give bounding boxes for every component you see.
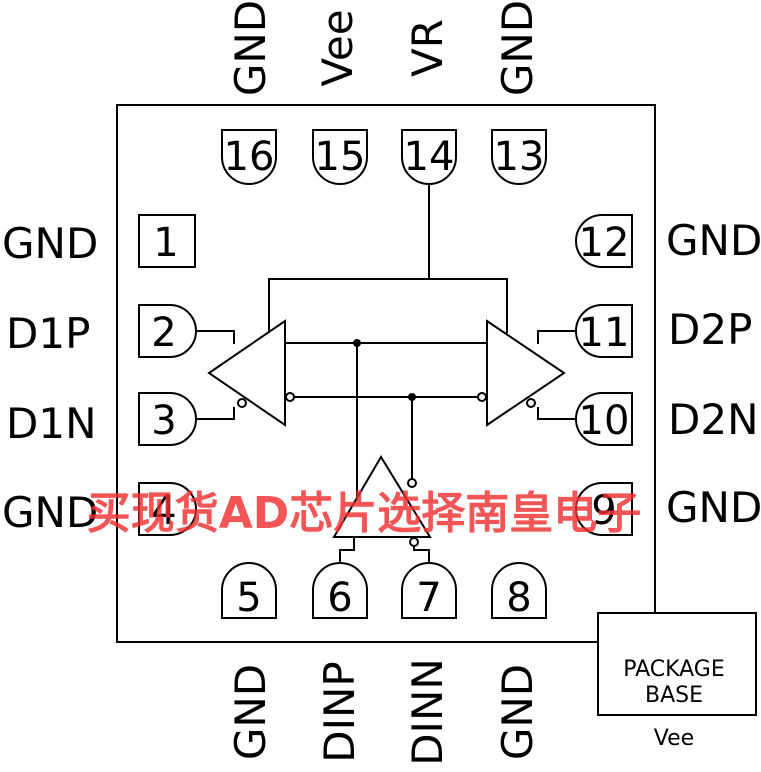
watermark-text: 买现货AD芯片选择南皇电子 [87, 488, 642, 539]
pin-pad-7 [401, 562, 457, 619]
package-base-line1: PACKAGE [623, 657, 725, 682]
pin-number-12: 12 [579, 220, 630, 266]
right-label-gnd-9: GND [666, 483, 761, 532]
left-label-gnd-4: GND [2, 488, 98, 537]
pin-number-3: 3 [151, 398, 176, 444]
top-label-gnd-13: GND [493, 0, 542, 96]
pin-pad-16 [221, 129, 277, 185]
output-buffer-left [207, 319, 286, 427]
reference-bus [268, 278, 508, 333]
package-body [116, 104, 656, 643]
right-label-d2n-10: D2N [668, 395, 758, 444]
dinn-wire [413, 546, 430, 563]
top-label-vr-14: VR [403, 19, 452, 77]
bottom-label-gnd-8: GND [493, 664, 542, 760]
pin-number-10: 10 [579, 398, 630, 444]
left-label-d1n-3: D1N [6, 399, 96, 448]
pin-number-6: 6 [327, 575, 352, 621]
pin-pad-10 [575, 392, 633, 446]
pin-number-1: 1 [153, 220, 178, 266]
package-base-vee-label: Vee [654, 726, 694, 751]
bubble-left-output [237, 398, 247, 408]
right-label-gnd-12: GND [666, 216, 761, 265]
pin-pad-13 [491, 129, 547, 185]
d1p-wire [196, 330, 235, 344]
pin-number-15: 15 [315, 134, 366, 180]
pin-pad-11 [575, 304, 633, 358]
pin-pad-6 [312, 562, 368, 619]
pin-pad-14 [401, 129, 457, 185]
pin-number-9: 9 [591, 488, 616, 534]
pin-number-4: 4 [151, 488, 176, 534]
bubble-input-buffer-top [407, 478, 417, 488]
pin-number-16: 16 [224, 134, 275, 180]
junction-positive [353, 339, 361, 347]
pin-pad-1 [138, 214, 196, 268]
internal-schematic [196, 184, 577, 563]
dinp-wire [339, 537, 355, 563]
bubble-right-input [477, 392, 487, 402]
pin-pad-3 [138, 392, 197, 446]
left-label-gnd-1: GND [2, 219, 98, 268]
pin-pad-5 [221, 562, 277, 619]
d1n-wire [196, 407, 235, 420]
bubble-input-buffer-bottom [409, 537, 419, 547]
bottom-label-dinn-7: DINN [403, 658, 452, 766]
junction-negative [408, 393, 416, 401]
pin-pad-15 [312, 129, 368, 185]
package-base-line2: BASE [645, 683, 703, 708]
bubble-left-input [285, 392, 295, 402]
pin-number-2: 2 [151, 310, 176, 356]
output-buffer-right [486, 319, 566, 427]
pin-number-5: 5 [236, 575, 261, 621]
pin-number-7: 7 [416, 575, 441, 621]
right-label-d2p-11: D2P [668, 305, 752, 354]
pin-number-8: 8 [506, 575, 531, 621]
pin-pad-4 [138, 482, 197, 536]
d2n-wire [537, 407, 577, 420]
pin-pad-12 [575, 214, 633, 268]
pin-number-11: 11 [579, 310, 630, 356]
left-label-d1p-2: D1P [6, 309, 90, 358]
pin-pad-2 [138, 304, 197, 358]
bottom-label-dinp-6: DINP [315, 661, 364, 762]
pin-pad-8 [491, 562, 547, 619]
package-base-box [597, 612, 757, 716]
pin-number-14: 14 [404, 134, 455, 180]
pin-number-13: 13 [494, 134, 545, 180]
d2p-wire [537, 330, 577, 344]
top-label-gnd-16: GND [226, 0, 275, 96]
top-label-vee-15: Vee [313, 9, 362, 86]
bottom-label-gnd-5: GND [226, 664, 275, 760]
bubble-right-output [526, 398, 536, 408]
pin-pad-9 [575, 482, 633, 536]
